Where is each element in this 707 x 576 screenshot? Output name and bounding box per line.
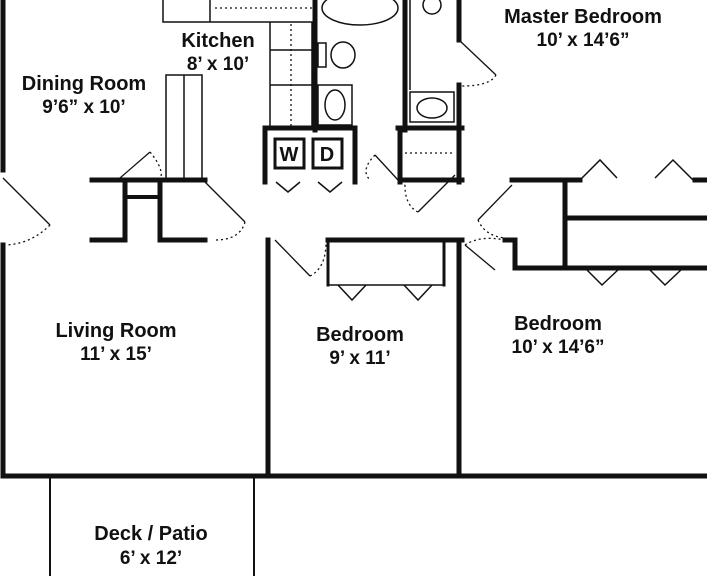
master-bath-door-leaf [458,39,497,76]
laundry-bifold-left [275,181,301,193]
doors [2,39,694,302]
right-bedroom-door-swing [464,237,506,246]
living-name: Living Room [55,320,176,342]
right-closet-bifold-1 [584,267,621,287]
dining-size: 9’6” x 10’ [42,97,125,118]
hall-door-swing [477,219,506,239]
master-name: Master Bedroom [504,6,662,28]
bathtub [321,0,399,26]
deck-name: Deck / Patio [94,523,207,545]
master-closet-bifold-1 [579,158,618,181]
pantry-door-leaf [119,151,151,179]
kitchen-size: 8’ x 10’ [187,54,249,75]
master-vanity [409,91,455,123]
toilet-bowl [330,41,356,69]
room-labels: Kitchen 8’ x 10’ Dining Room 9’6” x 10’ … [22,6,662,569]
closet-bifold-2 [403,284,433,302]
right-bedroom-door-leaf [464,244,496,271]
center-bedroom-name: Bedroom [316,324,404,346]
bath-sink [324,89,346,121]
center-bedroom-door-leaf [274,239,311,277]
washer-label: W [280,144,299,166]
washer [273,137,306,170]
bath-door-swing [365,154,376,181]
upper-counter [162,0,316,23]
bath-door-leaf [374,154,399,181]
dryer-label: D [320,144,334,166]
right-bedroom-name: Bedroom [514,313,602,335]
dryer [311,137,344,170]
dining-door-leaf [2,177,51,226]
kitchen-name: Kitchen [181,30,254,52]
living-size: 11’ x 15’ [80,344,152,365]
kitchen-door-swing [214,221,246,241]
right-closet-bifold-2 [647,267,684,287]
center-bedroom-size: 9’ x 11’ [329,348,390,369]
master-toilet [422,0,442,15]
dining-door-swing [2,224,51,246]
dining-name: Dining Room [22,73,146,95]
deck-size: 6’ x 12’ [120,548,182,569]
master-closet-bifold-2 [654,158,694,181]
kitchen-door-leaf [204,181,246,223]
closet-bifold-1 [337,284,367,302]
pantry-door-swing [149,151,162,181]
master-size: 10’ x 14’6” [537,30,630,51]
right-bedroom-size: 10’ x 14’6” [512,337,605,358]
master-sink [416,97,448,119]
toilet-tank [317,42,327,68]
fixtures: W D [162,0,455,181]
bath-vanity [317,84,353,126]
center-bedroom-door-swing [309,241,327,277]
master-bath-door-swing [461,74,497,87]
master-door-leaf [417,174,456,213]
hall-door-leaf [477,184,513,221]
master-door-swing [404,181,419,213]
laundry-bifold-right [317,181,343,193]
